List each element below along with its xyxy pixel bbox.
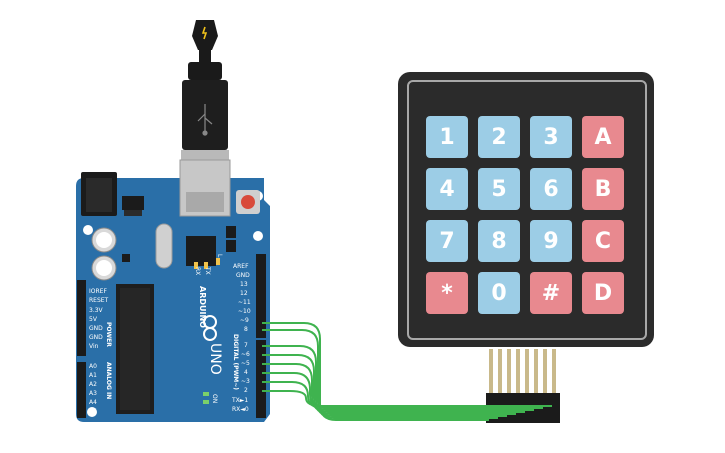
power-pin-label: GND bbox=[89, 325, 103, 332]
key-9[interactable]: 9 bbox=[530, 220, 572, 262]
usb-icon bbox=[197, 104, 213, 136]
power-pin-label: Vin bbox=[89, 343, 99, 350]
key-6[interactable]: 6 bbox=[530, 168, 572, 210]
digital-pin-label: 12 bbox=[240, 290, 248, 297]
digital-section-label: DIGITAL (PWM~) bbox=[232, 334, 239, 391]
power-pin-label: RESET bbox=[89, 297, 109, 304]
power-jack bbox=[81, 172, 117, 216]
crystal-oscillator bbox=[155, 223, 173, 269]
board-model-text: UNO bbox=[207, 343, 223, 375]
capacitor bbox=[91, 255, 117, 281]
wire-bundle[interactable] bbox=[262, 322, 552, 421]
usb-controller-chip bbox=[186, 236, 216, 266]
key-2[interactable]: 2 bbox=[478, 116, 520, 158]
digital-pin-label: ~9 bbox=[240, 317, 249, 324]
key-5[interactable]: 5 bbox=[478, 168, 520, 210]
digital-pin-label: 4 bbox=[244, 369, 248, 376]
key-b[interactable]: B bbox=[582, 168, 624, 210]
digital-pin-label: AREF bbox=[233, 263, 249, 270]
analog-pin-label: A2 bbox=[89, 381, 97, 388]
power-header bbox=[77, 280, 86, 356]
mounting-hole bbox=[87, 407, 97, 417]
digital-pin-label: ~5 bbox=[241, 360, 250, 367]
usb-port bbox=[179, 159, 231, 217]
arduino-uno-board[interactable] bbox=[76, 159, 270, 422]
power-pin-label: 3.3V bbox=[89, 307, 103, 314]
keypad-ribbon-pins bbox=[489, 349, 556, 393]
status-leds bbox=[194, 258, 220, 404]
digital-pin-label: TX►1 bbox=[232, 397, 249, 404]
analog-pin-label: A1 bbox=[89, 372, 97, 379]
key-star[interactable]: * bbox=[426, 272, 468, 314]
digital-pin-label: 2 bbox=[244, 387, 248, 394]
key-4[interactable]: 4 bbox=[426, 168, 468, 210]
lightning-icon bbox=[201, 26, 208, 40]
digital-header-top bbox=[256, 254, 266, 338]
key-1[interactable]: 1 bbox=[426, 116, 468, 158]
key-c[interactable]: C bbox=[582, 220, 624, 262]
analog-header bbox=[77, 362, 86, 418]
analog-pin-label: A3 bbox=[89, 390, 97, 397]
key-0[interactable]: 0 bbox=[478, 272, 520, 314]
digital-pin-label: RX◄0 bbox=[232, 406, 249, 413]
led-label: TX bbox=[204, 267, 211, 275]
analog-pin-label: A0 bbox=[89, 363, 97, 370]
key-8[interactable]: 8 bbox=[478, 220, 520, 262]
digital-pin-label: 8 bbox=[244, 326, 248, 333]
power-pin-label: IOREF bbox=[89, 288, 107, 295]
icsp-header bbox=[226, 226, 236, 252]
key-a[interactable]: A bbox=[582, 116, 624, 158]
digital-header-bottom bbox=[256, 340, 266, 418]
analog-pin-label: A4 bbox=[89, 399, 97, 406]
digital-pin-label: ~11 bbox=[238, 299, 251, 306]
board-logo-text: ARDUINO bbox=[198, 286, 207, 328]
analog-section-label: ANALOG IN bbox=[105, 362, 112, 400]
usb-cable[interactable] bbox=[181, 20, 229, 160]
digital-pin-label: 13 bbox=[240, 281, 248, 288]
power-section-label: POWER bbox=[105, 322, 112, 347]
digital-pin-label: GND bbox=[236, 272, 250, 279]
keypad-connector bbox=[486, 349, 560, 423]
power-pin-label: 5V bbox=[89, 316, 97, 323]
digital-pin-label: ~3 bbox=[241, 378, 250, 385]
key-7[interactable]: 7 bbox=[426, 220, 468, 262]
led-label: L bbox=[216, 254, 223, 258]
mounting-hole bbox=[253, 231, 263, 241]
digital-pin-label: ~10 bbox=[238, 308, 251, 315]
power-pin-label: GND bbox=[89, 334, 103, 341]
digital-pin-label: 7 bbox=[244, 342, 248, 349]
arduino-logo-icon bbox=[203, 315, 217, 341]
reset-button[interactable] bbox=[236, 190, 260, 214]
voltage-regulator bbox=[122, 196, 144, 216]
digital-pin-label: ~6 bbox=[241, 351, 250, 358]
capacitor bbox=[91, 227, 117, 253]
on-led-label: ON bbox=[211, 394, 218, 404]
keypad-frame bbox=[407, 80, 647, 340]
atmega-chip bbox=[116, 284, 154, 414]
mounting-hole bbox=[83, 225, 93, 235]
key-d[interactable]: D bbox=[582, 272, 624, 314]
analog-pin-label: A5 bbox=[89, 408, 97, 415]
key-3[interactable]: 3 bbox=[530, 116, 572, 158]
led-label: RX bbox=[194, 267, 201, 276]
key-hash[interactable]: # bbox=[530, 272, 572, 314]
